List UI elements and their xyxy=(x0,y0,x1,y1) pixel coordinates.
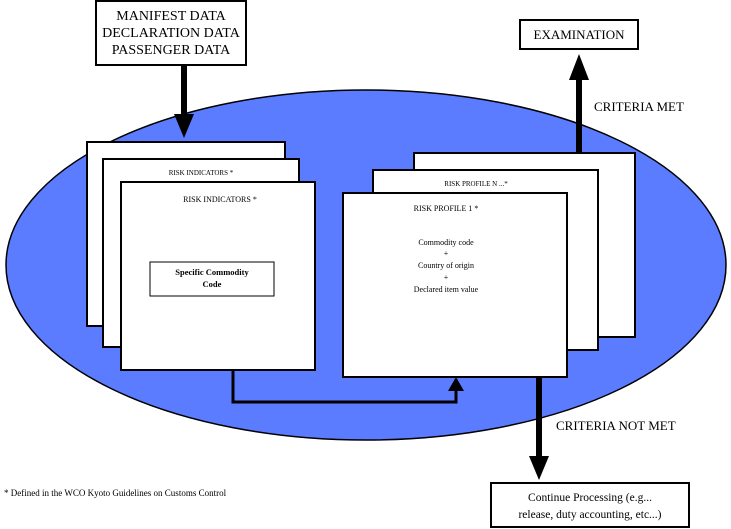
criteria-not-met-label: CRITERIA NOT MET xyxy=(556,418,676,433)
source-line-2: DECLARATION DATA xyxy=(102,26,241,41)
risk-profile-criterion: Country of origin xyxy=(418,261,474,270)
criteria-met-arrow-head xyxy=(569,54,589,80)
continue-processing-box xyxy=(490,482,690,528)
continue-processing-line-1: Continue Processing (e.g... xyxy=(528,492,652,504)
source-line-1: MANIFEST DATA xyxy=(116,9,226,24)
risk-profile-criterion: Commodity code xyxy=(418,238,474,247)
examination-box xyxy=(519,19,639,50)
risk-profile-criterion: + xyxy=(444,249,449,258)
examination-label: EXAMINATION xyxy=(534,27,626,42)
risk-profile-criterion: Declared item value xyxy=(414,285,479,294)
indicators-to-profile-connector xyxy=(231,370,458,404)
criteria-not-met-arrow-head xyxy=(529,456,549,480)
specific-commodity-line-2: Code xyxy=(203,279,222,289)
source-arrow-head xyxy=(174,114,194,138)
risk-profile-front-title: RISK PROFILE 1 * xyxy=(414,204,479,213)
risk-profile-back-title: RISK PROFILE N ...* xyxy=(444,180,508,188)
source-data-box xyxy=(95,0,247,66)
criteria-met-label: CRITERIA MET xyxy=(594,99,684,114)
footnote: * Defined in the WCO Kyoto Guidelines on… xyxy=(4,488,227,498)
specific-commodity-box xyxy=(149,261,275,297)
risk-indicators-front-title: RISK INDICATORS * xyxy=(183,195,257,204)
indicators-to-profile-arrow-head xyxy=(448,377,464,391)
source-line-3: PASSENGER DATA xyxy=(112,43,231,58)
continue-processing-line-2: release, duty accounting, etc...) xyxy=(518,509,661,521)
risk-profile-card-front xyxy=(342,192,568,378)
risk-indicators-back-title: RISK INDICATORS * xyxy=(169,169,234,177)
risk-profile-criterion: + xyxy=(444,273,449,282)
specific-commodity-line-1: Specific Commodity xyxy=(175,267,249,277)
